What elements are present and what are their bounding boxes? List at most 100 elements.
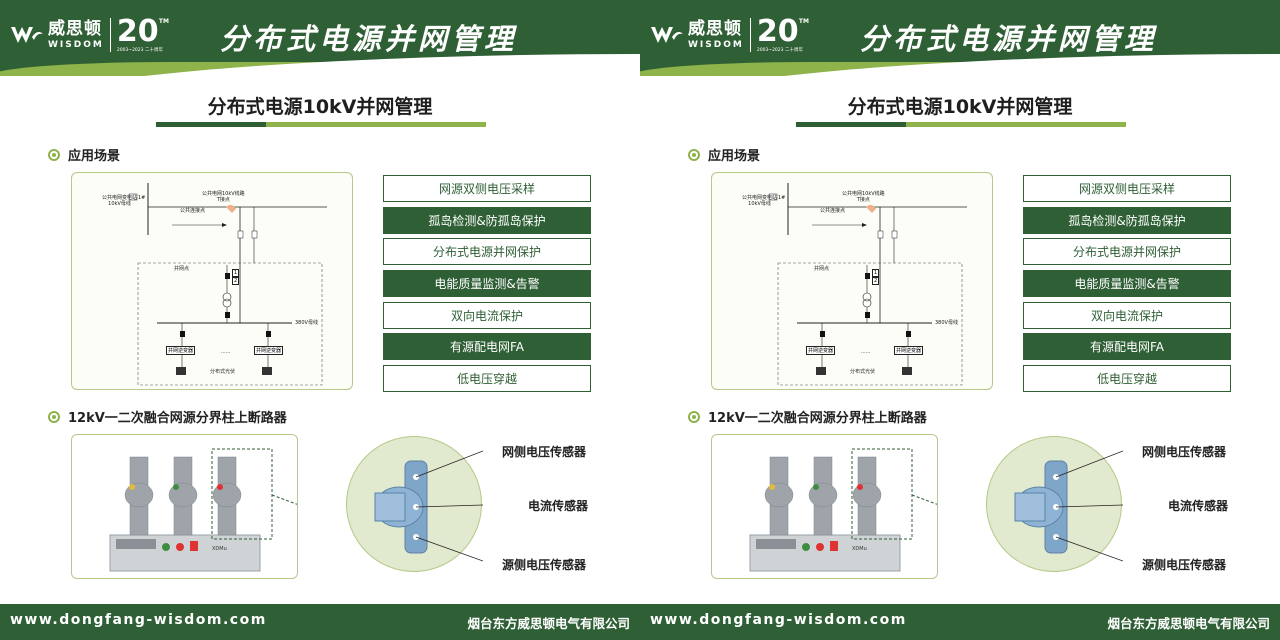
bullet-ring-icon — [48, 148, 60, 161]
feature-item: 双向电流保护 — [1023, 301, 1231, 329]
subtitle: 分布式电源10kV并网管理 — [847, 96, 1073, 118]
bullet-ring-icon — [48, 410, 60, 423]
tag-0: 1# — [138, 195, 146, 201]
feature-item: 电能质量监测&告警 — [1023, 270, 1231, 298]
wiring-diagram: 公共电网变电站 10kV母线 公共电网10kV线路 T接点 公共连接点 并网点 … — [711, 172, 993, 390]
label-inverter-1: 并网逆变器 — [806, 346, 836, 355]
sensor-label-source-side: 源侧电压传感器 — [1142, 558, 1227, 572]
label-line-tpoint: 公共电网10kV线路 T接点 — [842, 191, 885, 203]
sensor-zoom-circle — [986, 436, 1124, 572]
device-label: XDMu — [852, 546, 867, 552]
footer-company: 烟台东方威思顿电气有限公司 — [467, 616, 630, 631]
feature-list: 网源双侧电压采样 孤岛检测&防孤岛保护 分布式电源并网保护 电能质量监测&告警 … — [1023, 175, 1231, 397]
label-substation: 公共电网变电站 10kV母线 — [102, 195, 138, 207]
label-grid-point: 并网点 — [814, 266, 830, 272]
tag-1: 1 — [872, 269, 880, 277]
tag-2: 2 — [872, 277, 880, 285]
feature-item: 分布式电源并网保护 — [383, 238, 591, 266]
logo-divider — [109, 18, 111, 52]
label-connect-point: 公共连接点 — [180, 208, 206, 214]
sensor-illustration — [1014, 450, 1124, 562]
logo-en-text: WISDOM — [48, 39, 104, 50]
logo-divider — [749, 18, 751, 52]
sensor-label-current: 电流传感器 — [1168, 499, 1229, 513]
bullet-ring-icon — [688, 410, 700, 423]
section-heading-scenario: 应用场景 — [48, 145, 120, 164]
footer-url[interactable]: www.dongfang-wisdom.com — [10, 612, 267, 628]
logo-tm: TM — [158, 17, 169, 25]
label-inverter-1: 并网逆变器 — [166, 346, 196, 355]
feature-item: 低电压穿越 — [1023, 365, 1231, 393]
label-inverter-2: 并网逆变器 — [254, 346, 284, 355]
section-label: 应用场景 — [708, 149, 761, 164]
page-title: 分布式电源并网管理 — [860, 22, 1158, 56]
feature-item: 低电压穿越 — [383, 365, 591, 393]
label-bus-380v: 380V母线 — [295, 320, 318, 326]
feature-item: 网源双侧电压采样 — [383, 175, 591, 202]
sensor-label-grid-side: 网侧电压传感器 — [502, 445, 587, 459]
page-title: 分布式电源并网管理 — [220, 22, 518, 56]
logo-cn-text: 威思顿 — [688, 18, 742, 39]
feature-item: 电能质量监测&告警 — [383, 270, 591, 298]
feature-item: 孤岛检测&防孤岛保护 — [383, 206, 591, 234]
footer-bar: www.dongfang-wisdom.com 烟台东方威思顿电气有限公司 — [0, 604, 640, 640]
label-ellipsis: ...... — [861, 349, 871, 355]
wiring-diagram: 公共电网变电站 10kV母线 公共电网10kV线路 T接点 公共连接点 并网点 … — [71, 172, 353, 390]
breaker-product-image: XDMu — [71, 434, 298, 579]
logo-en-text: WISDOM — [688, 39, 744, 50]
logo-anniversary-number: 20 — [756, 13, 799, 49]
section-label: 12kV一二次融合网源分界柱上断路器 — [68, 411, 287, 426]
wisdom-logo-icon — [11, 27, 43, 43]
wiring-lines — [768, 183, 967, 386]
sensor-zoom-circle — [346, 436, 484, 572]
section-heading-breaker: 12kV一二次融合网源分界柱上断路器 — [688, 407, 927, 426]
feature-item: 有源配电网FA — [383, 333, 591, 361]
label-grid-point: 并网点 — [174, 266, 190, 272]
feature-item: 网源双侧电压采样 — [1023, 175, 1231, 202]
sensor-illustration — [374, 450, 484, 562]
section-heading-breaker: 12kV一二次融合网源分界柱上断路器 — [48, 407, 287, 426]
footer-bar: www.dongfang-wisdom.com 烟台东方威思顿电气有限公司 — [640, 604, 1280, 640]
label-pv: 分布式光伏 — [850, 369, 876, 375]
sensor-label-source-side: 源侧电压传感器 — [502, 558, 587, 572]
logo-tm: TM — [798, 17, 809, 25]
subtitle-underline — [796, 122, 1126, 127]
breaker-illustration: XDMu — [749, 448, 937, 572]
label-substation: 公共电网变电站 10kV母线 — [742, 195, 778, 207]
label-connect-point: 公共连接点 — [820, 208, 846, 214]
tag-0: 1# — [778, 195, 786, 201]
label-line-tpoint: 公共电网10kV线路 T接点 — [202, 191, 245, 203]
label-ellipsis: ...... — [221, 349, 231, 355]
sensor-label-grid-side: 网侧电压传感器 — [1142, 445, 1227, 459]
device-label: XDMu — [212, 546, 227, 552]
tag-2: 2 — [232, 277, 240, 285]
feature-item: 分布式电源并网保护 — [1023, 238, 1231, 266]
logo-years: 2003~2023 二十周年 — [116, 47, 163, 53]
footer-company: 烟台东方威思顿电气有限公司 — [1107, 616, 1270, 631]
section-label: 12kV一二次融合网源分界柱上断路器 — [708, 411, 927, 426]
breaker-product-image: XDMu — [711, 434, 938, 579]
label-inverter-2: 并网逆变器 — [894, 346, 924, 355]
section-heading-scenario: 应用场景 — [688, 145, 760, 164]
section-label: 应用场景 — [68, 149, 121, 164]
label-bus-380v: 380V母线 — [935, 320, 958, 326]
label-pv: 分布式光伏 — [210, 369, 236, 375]
wiring-lines — [128, 183, 327, 386]
sensor-label-current: 电流传感器 — [528, 499, 589, 513]
footer-url[interactable]: www.dongfang-wisdom.com — [650, 612, 907, 628]
bullet-ring-icon — [688, 148, 700, 161]
subtitle-underline — [156, 122, 486, 127]
subtitle: 分布式电源10kV并网管理 — [207, 96, 433, 118]
feature-list: 网源双侧电压采样 孤岛检测&防孤岛保护 分布式电源并网保护 电能质量监测&告警 … — [383, 175, 591, 397]
feature-item: 双向电流保护 — [383, 301, 591, 329]
logo-cn-text: 威思顿 — [48, 18, 102, 39]
feature-item: 有源配电网FA — [1023, 333, 1231, 361]
tag-1: 1 — [232, 269, 240, 277]
logo-years: 2003~2023 二十周年 — [756, 47, 803, 53]
logo-anniversary-number: 20 — [116, 13, 159, 49]
wisdom-logo-icon — [651, 27, 683, 43]
